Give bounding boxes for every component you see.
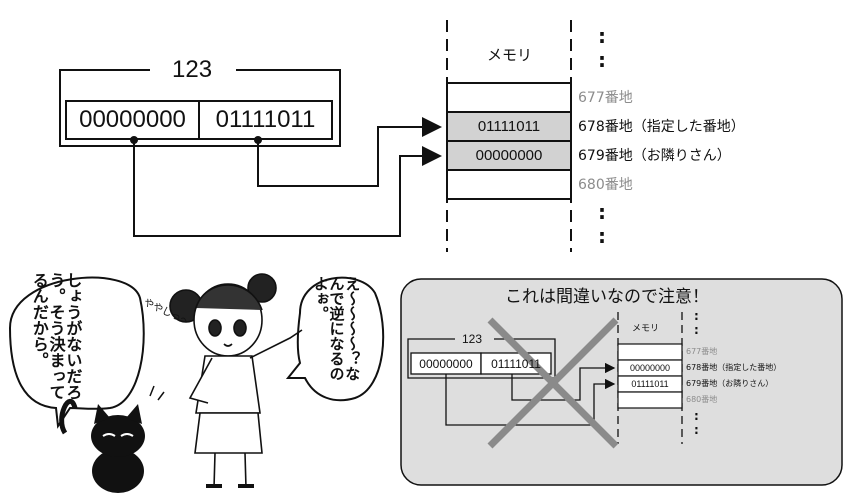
wrong-cross-line-2 <box>487 317 619 449</box>
right-bubble-line-3: なるのよぉ。 <box>311 276 346 381</box>
dots-top: : <box>598 24 606 48</box>
black-cat-illustration <box>59 385 165 493</box>
address-679: 679番地（お隣りさん） <box>578 148 731 164</box>
value-bracket <box>59 69 341 147</box>
memory-value-678: 01111011 <box>477 118 541 135</box>
cartoon-art <box>8 273 385 493</box>
left-bubble-line-4: るんだから。 <box>29 272 49 368</box>
address-677: 677番地 <box>578 90 633 106</box>
mini-memory-header: メモリ <box>632 324 660 334</box>
dots-bottom: : <box>598 200 606 224</box>
left-bubble-text: しょうがないだろう。そう決まってるんだから。 <box>29 272 83 402</box>
mini-byte-low-value: 01111011 <box>491 356 541 371</box>
arrow-low-to-678 <box>257 117 442 187</box>
value-label: 123 <box>172 56 213 83</box>
right-bubble-text: え〜〜〜〜？なんで逆になるのよぉ。 <box>311 276 362 386</box>
mini-dots-top-2: : <box>694 323 699 337</box>
memory-value-679: 00000000 <box>475 147 543 164</box>
right-bubble-line-1: え〜〜〜〜？ <box>343 276 362 366</box>
mini-dots-bottom: : <box>694 409 699 423</box>
address-680: 680番地 <box>578 177 633 193</box>
byte-low-value: 01111011 <box>215 106 316 133</box>
mini-byte-high-value: 00000000 <box>419 356 473 371</box>
main-diagram-lines <box>59 20 572 252</box>
left-bubble-line-3: そう決まって <box>46 304 66 400</box>
right-bubble-line-2: なんで逆に <box>327 276 362 381</box>
mini-address-679: 679番地（お隣りさん） <box>686 379 774 388</box>
mini-dots-top: : <box>694 309 699 323</box>
arrow-high-to-679 <box>133 140 442 237</box>
dots-top-2: : <box>598 48 606 72</box>
byte-box-low <box>198 100 333 140</box>
memory-row-677 <box>446 82 572 113</box>
mini-memory-value-679: 01111011 <box>631 379 669 389</box>
mini-address-677: 677番地 <box>686 347 718 356</box>
right-speech-bubble <box>285 276 385 402</box>
byte-high-value: 00000000 <box>79 106 186 133</box>
left-bubble-line-1: しょうがない <box>63 272 83 368</box>
mini-address-680: 680番地 <box>686 395 718 404</box>
mini-dots-bottom-2: : <box>694 423 699 437</box>
mini-memory-value-678: 00000000 <box>629 363 671 373</box>
memory-header: メモリ <box>487 46 533 64</box>
left-bubble-line-2: だろう。 <box>46 272 83 400</box>
dots-bottom-2: : <box>598 224 606 248</box>
girl-illustration <box>169 273 303 489</box>
left-speech-bubble <box>8 276 145 429</box>
mini-address-678: 678番地（指定した番地） <box>686 363 782 372</box>
mini-byte-box-low <box>480 352 552 375</box>
mini-value-label: 123 <box>462 332 483 346</box>
address-678: 678番地（指定した番地） <box>578 119 745 135</box>
memory-row-680 <box>446 169 572 200</box>
warning-title: これは間違いなので注意！ <box>505 287 709 307</box>
